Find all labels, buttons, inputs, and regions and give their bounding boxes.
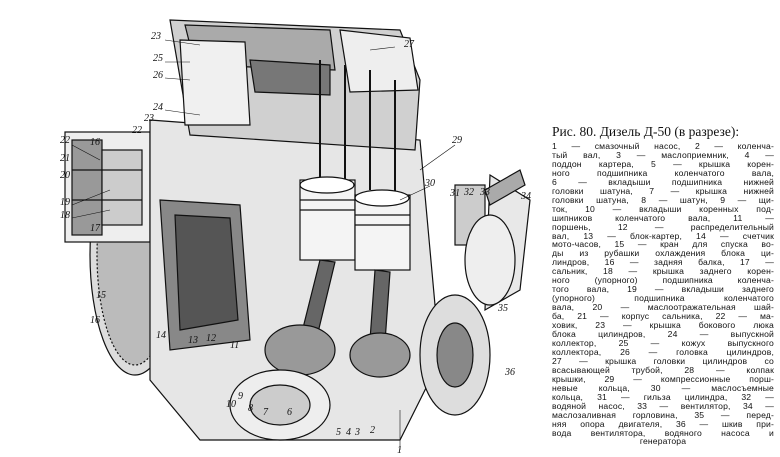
callout-36: 36	[505, 367, 515, 378]
caption-line: коллектора, 26 — головка цилиндров,	[552, 346, 774, 357]
caption-line: ного (упорного) подшипника коленча-	[552, 275, 774, 286]
callout-18: 18	[60, 210, 70, 221]
callout-3: 3	[355, 427, 360, 438]
valves	[319, 60, 396, 200]
callout-16: 16	[90, 315, 100, 326]
caption-line: ды из рубашки охлаждения блока ци-	[552, 248, 774, 259]
callout-14: 14	[156, 330, 166, 341]
callout-35: 35	[498, 303, 508, 314]
caption-line: 1 — смазочный насос, 2 — коленча-	[552, 141, 774, 151]
caption-line: линдров, 16 — задняя балка, 17 —	[552, 257, 774, 268]
caption-line: блока цилиндров, 24 — выпускной	[552, 329, 774, 340]
callout-10: 10	[226, 399, 236, 410]
caption-line: сальник, 18 — крышка заднего корен-	[552, 266, 774, 277]
caption-line: невые кольца, 30 — маслосъемные	[552, 382, 774, 393]
caption-line: мото-часов, 15 — кран для спуска во-	[552, 239, 774, 250]
callout-6: 6	[287, 407, 292, 418]
caption-line: няя опора двигателя, 36 — шкив при-	[552, 418, 774, 429]
callout-21: 21	[60, 153, 70, 164]
callout-12: 12	[206, 333, 216, 344]
caption-line: вала, 20 — маслоотражательная шай-	[552, 302, 774, 313]
callout-19: 19	[60, 197, 70, 208]
callout-24: 24	[153, 102, 163, 113]
caption-line: всасывающей трубой, 28 — колпак	[552, 364, 774, 375]
caption-line: вал, 13 — блок-картер, 14 — счетчик	[552, 230, 774, 241]
caption-line: 6 — вкладыши подшипника нижней	[552, 176, 774, 187]
callout-15: 15	[96, 290, 106, 301]
callout-30: 30	[425, 178, 435, 189]
callout-26: 26	[153, 70, 163, 81]
callout-34: 34	[521, 191, 531, 202]
callout-1: 1	[397, 445, 402, 456]
callout-33: 33	[480, 187, 490, 198]
callout-27: 27	[404, 39, 414, 50]
caption-line: головки шатуна, 7 — крышка нижней	[552, 185, 774, 196]
callout-32: 32	[464, 187, 474, 198]
caption-line: ба, 21 — корпус сальника, 22 — ма-	[552, 311, 774, 322]
callout-23: 23	[151, 31, 161, 42]
cylinder-head	[169, 19, 421, 151]
caption-line: 27 — крышка головки цилиндров со	[552, 355, 774, 366]
caption-line: головки шатуна, 8 — шатун, 9 — щи-	[552, 194, 774, 205]
callout-11: 11	[230, 340, 240, 351]
leader-lines	[71, 39, 456, 450]
oil-pan	[229, 369, 331, 441]
engine-cutaway-drawing	[64, 19, 531, 450]
caption-line: того вала, 19 — вкладыши заднего	[552, 284, 774, 295]
callout-17: 17	[90, 223, 100, 234]
front-pulley	[419, 294, 491, 416]
caption-line: (упорного) подшипника коленчатого	[552, 293, 774, 304]
rear-seal-housing	[64, 131, 151, 243]
callout-13: 13	[188, 335, 198, 346]
callout-4: 4	[346, 427, 351, 438]
callout-9: 9	[238, 391, 243, 402]
caption-line: коллектор, 25 — кожух выпускного	[552, 337, 774, 348]
caption-line: маслозаливная горловина, 35 — перед-	[552, 409, 774, 420]
callout-25: 25	[153, 53, 163, 64]
callout-22: 22	[132, 125, 142, 136]
caption-line: крышки, 29 — компрессионные порш-	[552, 373, 774, 384]
figure-title: Рис. 80. Дизель Д-50 (в разрезе):	[552, 124, 740, 139]
callout-8: 8	[248, 403, 253, 414]
caption-line: поддон картера, 5 — крышка корен-	[552, 158, 774, 169]
caption-line: поршень, 12 — распределительный	[552, 221, 774, 232]
caption-line: ного подшипника коленчатого вала,	[552, 167, 774, 178]
caption-line: вода вентилятора, водяного насоса и	[552, 427, 774, 438]
callout-23: 23	[144, 113, 154, 124]
callout-20: 20	[60, 170, 70, 181]
caption-line: шипников коленчатого вала, 11 —	[552, 212, 774, 223]
callout-7: 7	[263, 407, 268, 418]
caption-line: кольца, 31 — гильза цилиндра, 32 —	[552, 391, 774, 402]
figure-caption: Рис. 80. Дизель Д-50 (в разрезе): 1 — см…	[552, 124, 774, 446]
callout-16: 16	[90, 137, 100, 148]
callout-29: 29	[452, 135, 462, 146]
caption-line: ховик, 23 — крышка бокового люка	[552, 320, 774, 331]
pistons	[299, 176, 411, 271]
callout-22: 22	[60, 135, 70, 146]
figure-legend: 1 — смазочный насос, 2 — коленча-тый вал…	[552, 142, 774, 446]
callout-31: 31	[450, 188, 460, 199]
crankshaft	[264, 259, 411, 378]
callout-2: 2	[370, 425, 375, 436]
caption-line: генератора	[639, 436, 687, 447]
caption-line: тый вал, 3 — маслоприемник, 4 —	[552, 149, 774, 160]
caption-line: ток, 10 — вкладыши коренных под-	[552, 203, 774, 214]
callout-5: 5	[336, 427, 341, 438]
water-pump-and-fan	[454, 169, 531, 312]
caption-line: водяной насос, 33 — вентилятор, 34 —	[552, 400, 774, 411]
